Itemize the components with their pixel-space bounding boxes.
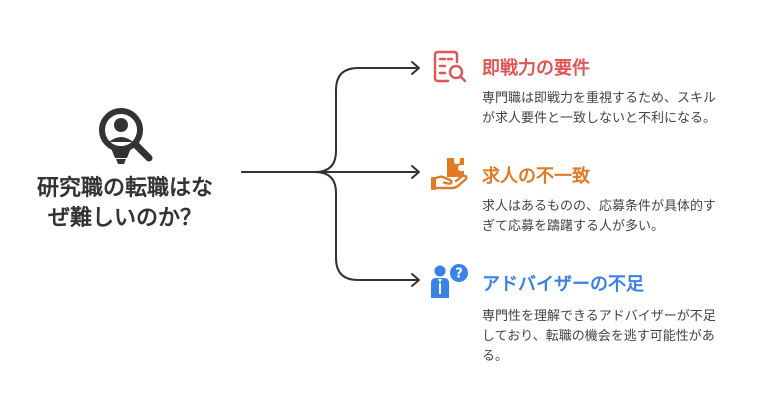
svg-text:?: ? xyxy=(455,267,463,282)
center-title-line-2: ぜ難しいのか？ xyxy=(47,206,202,231)
branch-description: 求人はあるものの、応募条件が具体的す ぎて応募を躊躇する人が多い。 xyxy=(482,197,767,237)
researcher-magnifier-icon xyxy=(93,104,157,168)
arrowhead-2 xyxy=(411,165,420,179)
branch-description-line-2: しており、転職の機会を逃す可能性があ xyxy=(482,329,715,344)
branch-title: 即戦力の要件 xyxy=(482,58,590,79)
arrowhead-3 xyxy=(411,273,420,287)
connector-branch-1 xyxy=(335,67,419,152)
advisor-question-icon: ? xyxy=(428,262,468,300)
connector-trunk xyxy=(241,150,337,173)
branch-description-line-1: 求人はあるものの、応募条件が具体的す xyxy=(482,199,717,214)
branch-description-line-2: ぎて応募を躊躇する人が多い。 xyxy=(482,219,665,234)
hand-puzzle-icon xyxy=(430,155,468,193)
arrowhead-1 xyxy=(411,61,420,75)
branch-description-line-1: 専門性を理解できるアドバイザーが不足 xyxy=(482,309,716,324)
branch-description-line-2: が求人要件と一致しないと不利になる。 xyxy=(482,111,717,126)
branch-description: 専門性を理解できるアドバイザーが不足 しており、転職の機会を逃す可能性があ る。 xyxy=(482,307,767,367)
checklist-search-icon xyxy=(430,46,468,84)
branch-title: 求人の不一致 xyxy=(482,166,590,187)
center-title-line-1: 研究職の転職はな xyxy=(36,176,213,201)
branch-description-line-1: 専門職は即戦力を重視するため、スキル xyxy=(482,91,717,106)
branch-description: 専門職は即戦力を重視するため、スキル が求人要件と一致しないと不利になる。 xyxy=(482,89,767,129)
connector-branch-3 xyxy=(314,171,419,281)
branch-description-line-3: る。 xyxy=(482,349,509,364)
branch-title: アドバイザーの不足 xyxy=(482,274,644,295)
center-title: 研究職の転職はな ぜ難しいのか？ xyxy=(14,174,236,234)
